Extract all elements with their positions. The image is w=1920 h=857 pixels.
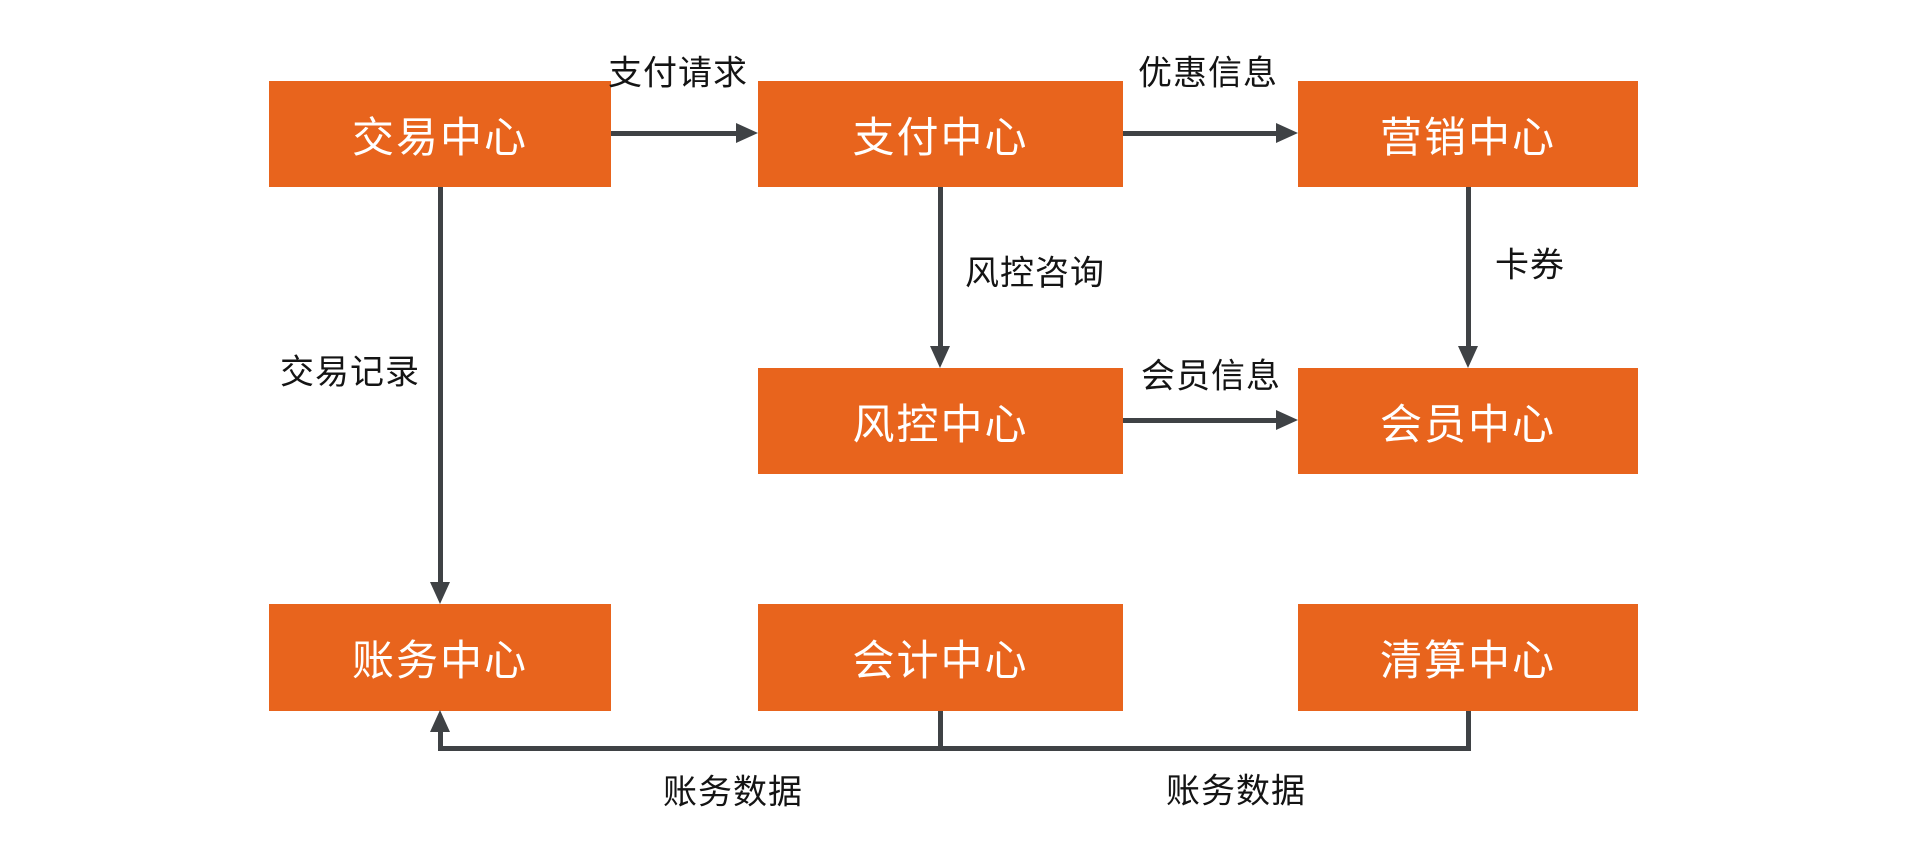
arrowhead-up-icon [430,710,450,732]
connector-line [938,187,943,348]
node-trade-center: 交易中心 [269,81,611,187]
edge-label-card-coupon: 卡券 [1495,246,1565,285]
edge-label-discount-info: 优惠信息 [1138,54,1278,93]
connector-line [938,711,943,751]
node-clearing-center: 清算中心 [1298,604,1638,711]
connector-line [1123,131,1278,136]
edge-label-risk-consult: 风控咨询 [965,254,1105,293]
connector-line [438,746,1471,751]
arrowhead-right-icon [1276,410,1298,430]
connector-line [1466,711,1471,751]
node-bookkeeping-center: 会计中心 [758,604,1123,711]
edge-label-member-info: 会员信息 [1141,357,1281,396]
arrowhead-down-icon [1458,346,1478,368]
edge-label-trade-record: 交易记录 [280,353,420,392]
edge-label-account-data-left: 账务数据 [663,773,803,812]
connector-line [1123,418,1278,423]
edge-label-account-data-right: 账务数据 [1166,772,1306,811]
connector-line [611,131,738,136]
arrowhead-down-icon [930,346,950,368]
connector-line [438,187,443,584]
node-account-center: 账务中心 [269,604,611,711]
arrowhead-down-icon [430,582,450,604]
connector-line [438,730,443,748]
node-risk-center: 风控中心 [758,368,1123,474]
node-member-center: 会员中心 [1298,368,1638,474]
arrowhead-right-icon [1276,123,1298,143]
edge-label-payment-request: 支付请求 [608,54,748,93]
arrowhead-right-icon [736,123,758,143]
node-marketing-center: 营销中心 [1298,81,1638,187]
connector-line [1466,187,1471,348]
node-payment-center: 支付中心 [758,81,1123,187]
